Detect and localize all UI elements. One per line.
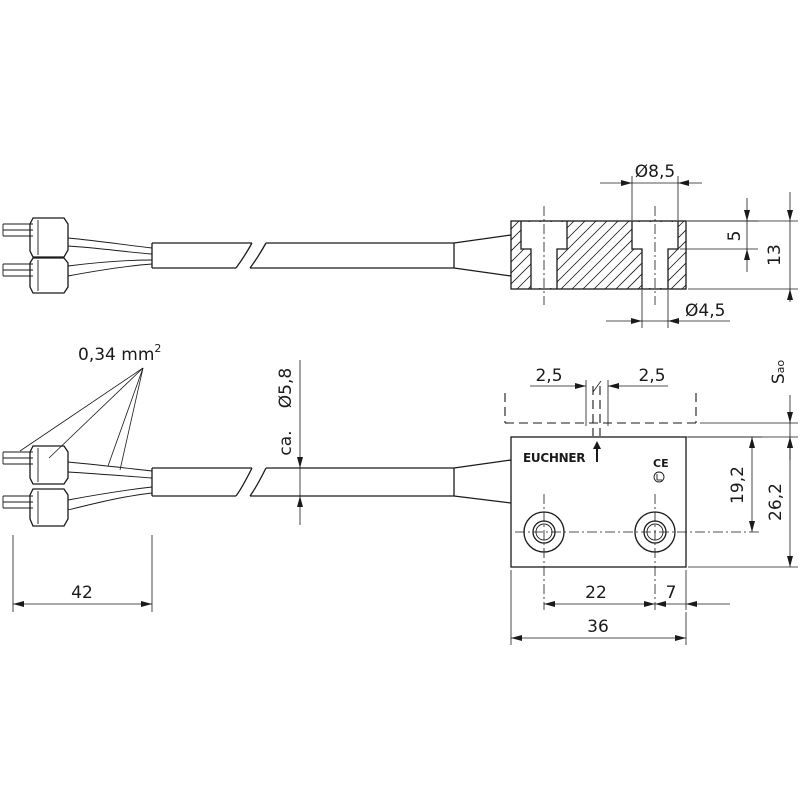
dim-hole-spacing: 22 7 <box>544 570 730 610</box>
label-offset-left: 2,5 <box>535 366 562 386</box>
hatch-line <box>670 273 686 289</box>
dim-counterbore: 5 <box>680 198 758 272</box>
hatch-line <box>560 221 630 289</box>
front-view: 0,34 mm2 <box>2 342 798 645</box>
label-cable-diameter: Ø5,8 <box>276 368 296 408</box>
actuator-outline <box>504 386 697 436</box>
label-top-bore: Ø8,5 <box>635 162 675 182</box>
body-section <box>510 206 800 305</box>
connector-front-upper <box>2 445 69 485</box>
label-body-width: 36 <box>587 617 609 637</box>
dim-body-width: 36 <box>510 570 687 645</box>
cable-front <box>151 459 512 504</box>
dim-body-height: 13 <box>688 192 798 302</box>
connector-front-lower <box>2 488 69 527</box>
top-view: Ø8,5 Ø4,5 5 13 <box>2 162 800 328</box>
switch-body: EUCHNER CE <box>510 436 760 610</box>
brand-logo: EUCHNER <box>523 451 585 465</box>
dim-hole-height: 19,2 <box>688 436 762 532</box>
dim-wire-length: 42 <box>12 535 153 612</box>
label-hole-height: 19,2 <box>728 466 748 504</box>
hatch-line <box>682 210 772 300</box>
label-top-hole: Ø4,5 <box>685 301 725 321</box>
approval-icon <box>653 471 665 483</box>
ce-mark: CE <box>653 457 669 470</box>
connector-top-lower <box>2 257 69 294</box>
dim-switching-distance: Sao <box>686 360 798 460</box>
hatch-line <box>511 221 520 230</box>
label-cable-diameter-prefix: ca. <box>276 430 296 455</box>
label-hole-spacing: 22 <box>585 583 607 603</box>
dim-top-hole: Ø4,5 <box>606 290 730 328</box>
label-counterbore: 5 <box>725 231 745 242</box>
cable-top <box>151 234 512 277</box>
dim-top-bore: Ø8,5 <box>600 162 702 220</box>
wires-top <box>67 237 153 277</box>
label-switching-distance: Sao <box>769 360 789 385</box>
label-offset-right: 2,5 <box>638 366 665 386</box>
label-body-height: 13 <box>765 244 785 266</box>
label-edge-to-hole: 7 <box>666 583 677 603</box>
label-total-height: 26,2 <box>766 483 786 521</box>
wires-front <box>67 461 153 511</box>
hatch-line <box>715 210 800 300</box>
label-wire-cross-section: 0,34 mm2 <box>78 342 161 365</box>
dim-total-height: 26,2 <box>688 437 798 568</box>
label-wire-length: 42 <box>71 583 93 603</box>
connector-top-upper <box>2 217 69 258</box>
arrow-up-icon <box>593 441 601 462</box>
wire-annotation: 0,34 mm2 <box>19 342 161 471</box>
dim-cable-diameter: Ø5,8 ca. <box>276 360 303 525</box>
dim-offsets: 2,5 2,5 <box>530 366 668 426</box>
